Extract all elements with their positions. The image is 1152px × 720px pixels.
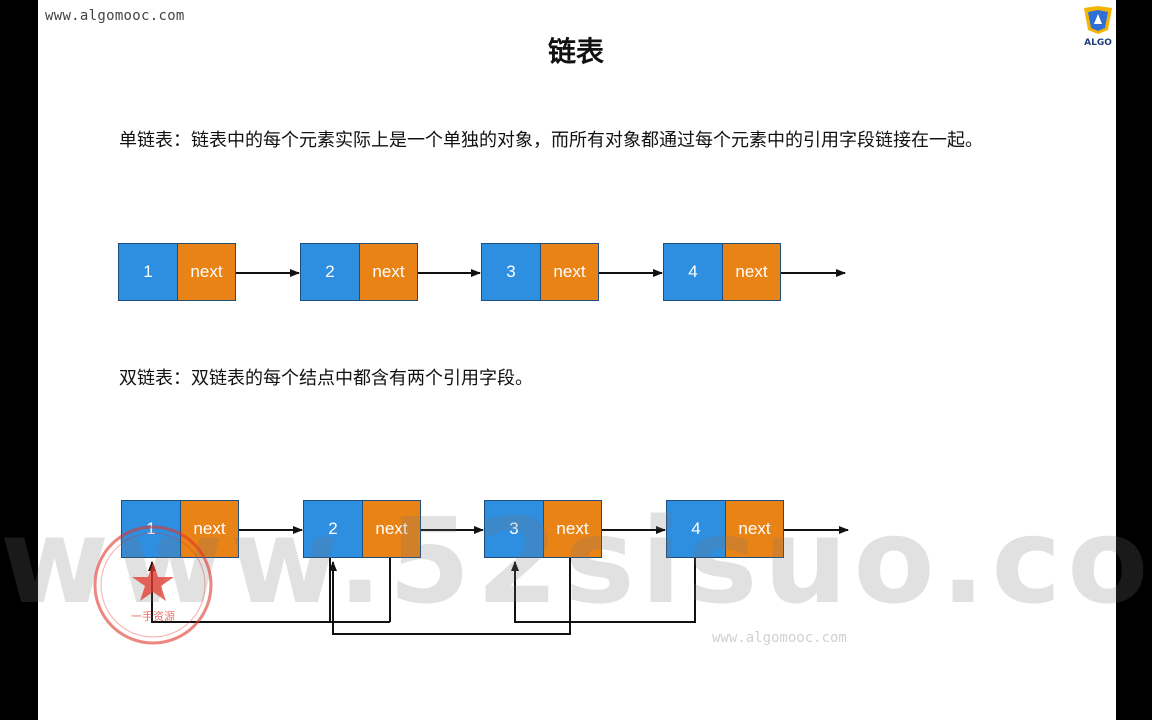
singly-node-4: 4 next	[663, 243, 781, 301]
doubly-description: 双链表：双链表的每个结点中都含有两个引用字段。	[119, 368, 533, 389]
doubly-node-3: 3 next	[484, 500, 602, 558]
watermark-small: www.algomooc.com	[712, 630, 847, 646]
slide	[38, 0, 1116, 720]
node-next-field: next	[544, 501, 601, 557]
page-title: 链表	[547, 35, 604, 68]
node-next-field: next	[178, 244, 235, 300]
node-value: 4	[667, 501, 726, 557]
node-value: 3	[485, 501, 544, 557]
algo-logo-icon	[1084, 6, 1112, 34]
node-value: 4	[664, 244, 723, 300]
singly-node-2: 2 next	[300, 243, 418, 301]
node-value: 1	[119, 244, 178, 300]
logo-text: ALGO	[1084, 38, 1112, 48]
node-value: 2	[304, 501, 363, 557]
doubly-node-2: 2 next	[303, 500, 421, 558]
doubly-back-link-4-3	[511, 558, 696, 623]
node-value: 2	[301, 244, 360, 300]
singly-node-1: 1 next	[118, 243, 236, 301]
doubly-node-4: 4 next	[666, 500, 784, 558]
doubly-back-link-3-2	[329, 558, 571, 635]
node-next-field: next	[541, 244, 598, 300]
doubly-back-link-2-1	[148, 558, 331, 623]
singly-node-3: 3 next	[481, 243, 599, 301]
node-next-field: next	[723, 244, 780, 300]
node-next-field: next	[726, 501, 783, 557]
singly-description: 单链表：链表中的每个元素实际上是一个单独的对象，而所有对象都通过每个元素中的引用…	[119, 130, 983, 151]
node-value: 3	[482, 244, 541, 300]
site-url: www.algomooc.com	[45, 8, 185, 24]
node-next-field: next	[363, 501, 420, 557]
node-next-field: next	[360, 244, 417, 300]
